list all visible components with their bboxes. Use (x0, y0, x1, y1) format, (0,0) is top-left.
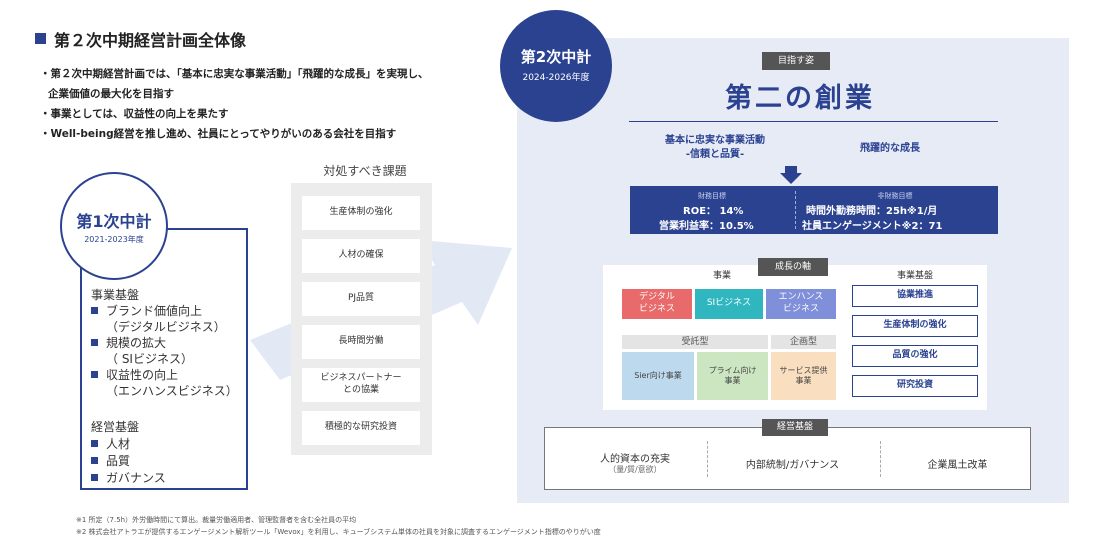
management-item-governance: 内部統制/ガバナンス (745, 460, 840, 471)
type-head-contract: 受託型 (622, 335, 768, 349)
pillar-left: 基本に忠実な事業活動 (665, 135, 765, 146)
phase1-business-item-sub: （ SIビジネス） (106, 352, 193, 366)
square-bullet-icon (91, 474, 98, 481)
phase1-title: 第1次中計 (76, 212, 152, 231)
business-cell-digital: デジタル ビジネス (622, 289, 692, 319)
management-item-culture: 企業風土改革 (927, 460, 988, 471)
management-divider (707, 441, 708, 477)
issues-heading: 対処すべき課題 (323, 164, 407, 178)
bullet-1: ・第２次中期経営計画では、「基本に忠実な事業活動」「飛躍的な成長」を実現し、 (40, 68, 429, 80)
business-base-item: 協業推進 (852, 285, 978, 307)
square-bullet-icon (91, 440, 98, 447)
footnote-1: ※1 所定（7.5h）外労働時間にて算出。裁量労働適用者、管理監督者を含む全社員… (76, 516, 357, 524)
business-label: 事業 (712, 271, 731, 281)
business-cell-enhance: エンハンス ビジネス (766, 289, 836, 319)
down-arrow-icon (780, 166, 802, 184)
phase1-years: 2021-2023年度 (84, 235, 144, 244)
nonfinancial-target-overtime: 時間外勤務時間：25h※1/月 (806, 206, 938, 217)
type-head-planning: 企画型 (771, 335, 836, 349)
business-base-item: 生産体制の強化 (852, 315, 978, 337)
square-bullet-icon (91, 457, 98, 464)
management-base-box (544, 427, 1031, 490)
phase1-management-item: 品質 (91, 452, 130, 469)
square-bullet-icon (91, 371, 98, 378)
growth-axis-tag: 成長の軸 (758, 258, 828, 276)
management-item-human-capital: 人的資本の充実 (600, 454, 670, 465)
nonfinancial-targets-label: 非財務目標 (877, 192, 913, 200)
issue-item: ビジネスパートナー との協業 (302, 368, 420, 402)
business-base-item: 研究投資 (852, 375, 978, 397)
phase1-business-item: ブランド価値向上 (91, 302, 202, 319)
nonfinancial-target-engagement: 社員エンゲージメント※2：71 (802, 221, 943, 232)
type-cell-sier: Sier向け事業 (622, 352, 694, 400)
phase1-badge: 第1次中計 2021-2023年度 (60, 172, 168, 280)
phase1-business-item: 収益性の向上 (91, 366, 178, 383)
phase1-business-item-sub: （エンハンスビジネス） (106, 384, 238, 398)
phase1-business-item-sub: （デジタルビジネス） (106, 320, 226, 334)
goal-statement: 第二の創業 (725, 83, 875, 114)
pillar-right: 飛躍的な成長 (860, 143, 920, 154)
issue-item: 積極的な研究投資 (302, 411, 420, 445)
square-bullet-icon (91, 339, 98, 346)
phase1-management-base-heading: 経営基盤 (91, 420, 140, 434)
phase1-business-base-heading: 事業基盤 (91, 288, 140, 302)
phase1-management-item: ガバナンス (91, 469, 166, 486)
pillar-left-sub: -信頼と品質- (685, 149, 745, 160)
goal-divider (629, 121, 998, 122)
type-cell-prime: プライム向け 事業 (697, 352, 768, 400)
square-bullet-icon (91, 307, 98, 314)
phase2-badge: 第2次中計 2024-2026年度 (500, 10, 612, 122)
financial-targets-label: 財務目標 (698, 192, 726, 200)
bullet-2: ・事業としては、収益性の向上を果たす (40, 108, 229, 120)
financial-target-roe: ROE： 14% (683, 206, 744, 217)
bullet-3: ・Well-being経営を推し進め、社員にとってやりがいのある会社を目指す (40, 128, 397, 140)
business-cell-si: SIビジネス (695, 289, 763, 319)
bullet-1-cont: 企業価値の最大化を目指す (48, 88, 174, 100)
title-square-icon (35, 33, 46, 44)
business-base-item: 品質の強化 (852, 345, 978, 367)
issue-item: 人材の確保 (302, 239, 420, 273)
targets-divider (795, 191, 796, 229)
business-base-label: 事業基盤 (896, 271, 933, 281)
management-item-human-capital-sub: （量/質/意欲） (608, 465, 662, 474)
phase1-business-item: 規模の拡大 (91, 334, 166, 351)
footnote-2: ※2 株式会社アトラエが提供するエンゲージメント解析ツール「Wevox」を利用し… (76, 528, 601, 536)
type-cell-service: サービス提供 事業 (771, 352, 836, 400)
management-base-tag: 経営基盤 (762, 419, 828, 436)
issue-item: PJ品質 (302, 282, 420, 316)
page-title: 第２次中期経営計画全体像 (54, 31, 247, 50)
targets-box (630, 186, 998, 234)
management-divider (880, 441, 881, 477)
phase1-management-item: 人材 (91, 435, 130, 452)
phase2-title: 第2次中計 (520, 48, 592, 66)
financial-target-margin: 営業利益率：10.5% (659, 221, 754, 232)
issue-item: 長時間労働 (302, 325, 420, 359)
issue-item: 生産体制の強化 (302, 196, 420, 230)
phase2-years: 2024-2026年度 (522, 73, 590, 83)
goal-tag: 目指す姿 (762, 52, 830, 70)
